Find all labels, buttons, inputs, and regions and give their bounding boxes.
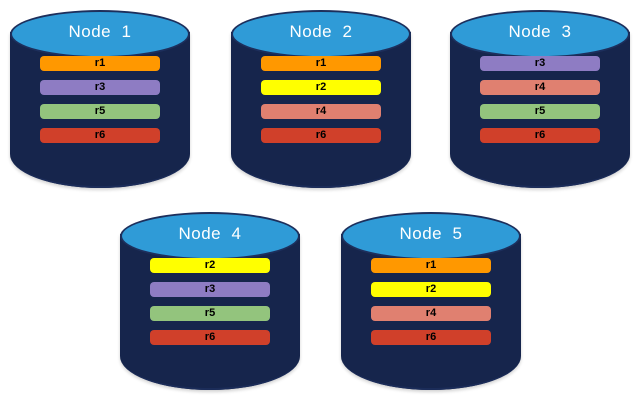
replica-bar[interactable]: r5 [150,306,270,321]
replica-bar[interactable]: r4 [371,306,491,321]
cylinder-top-icon [231,10,411,58]
replica-bar[interactable]: r6 [150,330,270,345]
replica-bar[interactable]: r2 [371,282,491,297]
replica-bar[interactable]: r6 [371,330,491,345]
replica-bar[interactable]: r3 [150,282,270,297]
replica-bar[interactable]: r5 [40,104,160,119]
replica-bar[interactable]: r6 [261,128,381,143]
database-node-1[interactable]: Node 1 r1 r3 r5 r6 [10,10,190,188]
node-label: Node 5 [399,224,463,243]
replica-bar[interactable]: r2 [261,80,381,95]
replica-list: r2 r3 r5 r6 [150,258,270,354]
database-node-2[interactable]: Node 2 r1 r2 r4 r6 [231,10,411,188]
replica-bar[interactable]: r4 [480,80,600,95]
replica-bar[interactable]: r1 [40,56,160,71]
replica-list: r1 r2 r4 r6 [261,56,381,152]
replica-bar[interactable]: r1 [371,258,491,273]
cylinder-top-icon [450,10,630,58]
replica-bar[interactable]: r6 [480,128,600,143]
replica-bar[interactable]: r4 [261,104,381,119]
replica-bar[interactable]: r2 [150,258,270,273]
replica-bar[interactable]: r1 [261,56,381,71]
replica-bar[interactable]: r5 [480,104,600,119]
replica-bar[interactable]: r6 [40,128,160,143]
replica-bar[interactable]: r3 [40,80,160,95]
cylinder-top-icon [10,10,190,58]
replica-list: r1 r3 r5 r6 [40,56,160,152]
replica-bar[interactable]: r3 [480,56,600,71]
node-label: Node 1 [68,22,132,41]
node-label: Node 3 [508,22,572,41]
node-label: Node 2 [289,22,353,41]
database-node-3[interactable]: Node 3 r3 r4 r5 r6 [450,10,630,188]
node-label: Node 4 [178,224,242,243]
database-node-4[interactable]: Node 4 r2 r3 r5 r6 [120,212,300,390]
replica-list: r3 r4 r5 r6 [480,56,600,152]
database-node-5[interactable]: Node 5 r1 r2 r4 r6 [341,212,521,390]
replica-list: r1 r2 r4 r6 [371,258,491,354]
